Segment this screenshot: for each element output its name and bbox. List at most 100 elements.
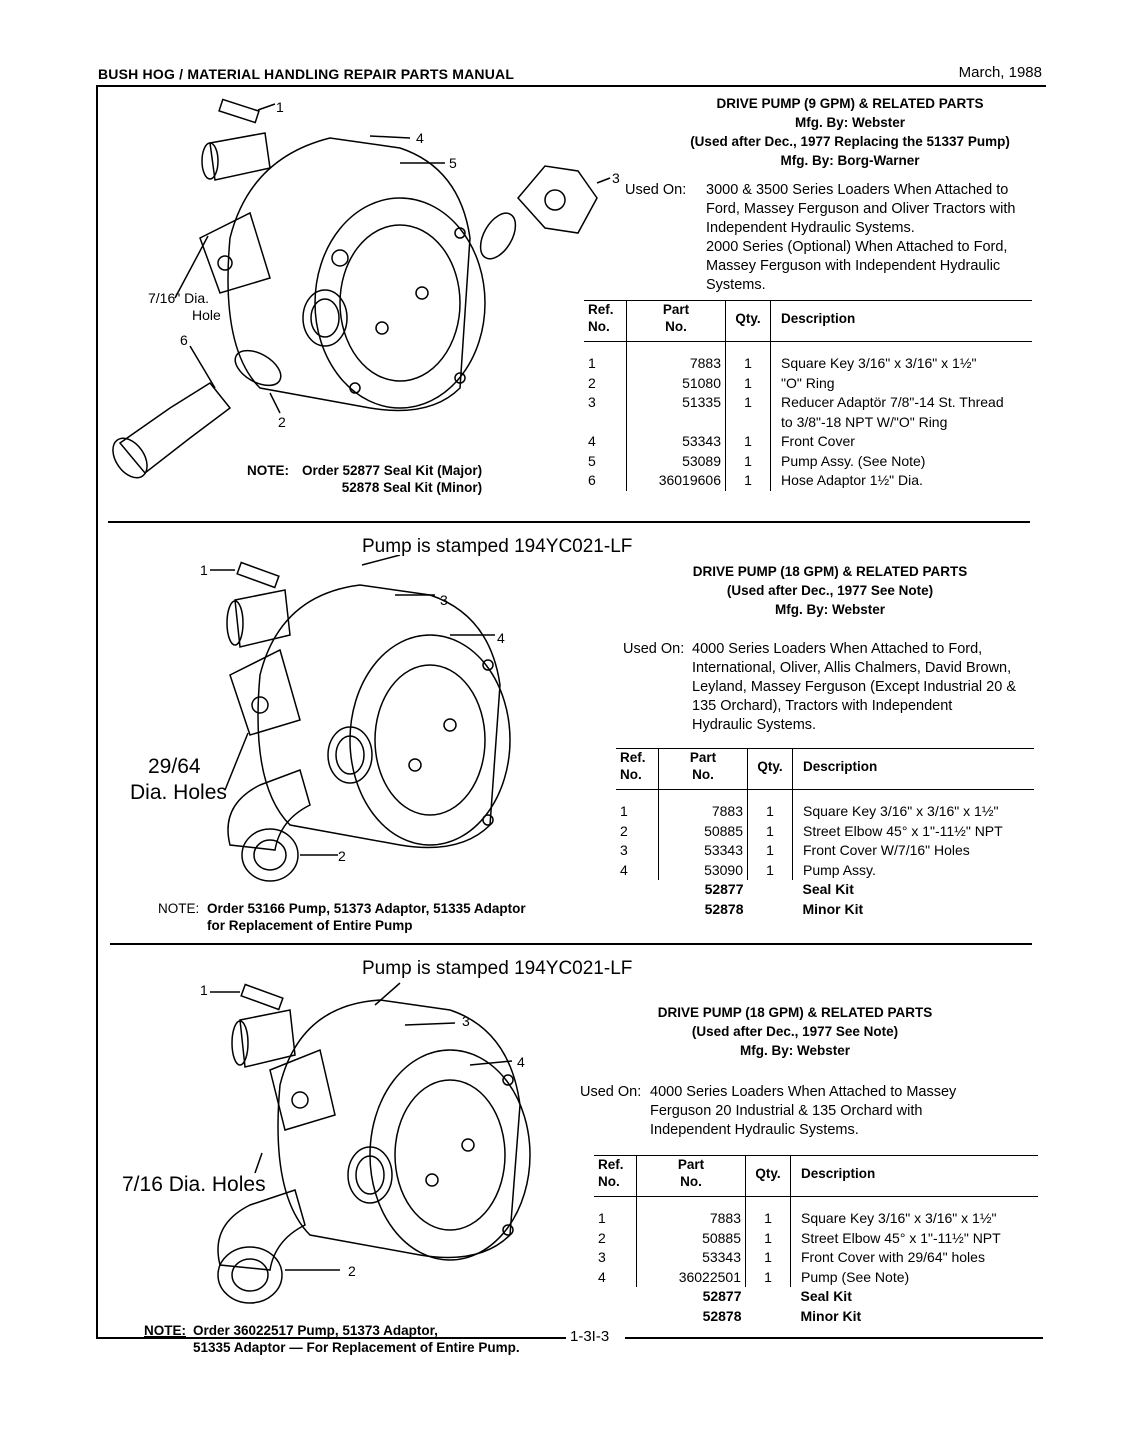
footer-rule-left [96,1337,566,1339]
callout-1: 1 [200,562,208,578]
callout-4: 4 [416,130,424,146]
used-on-line: International, Oliver, Allis Chalmers, D… [692,660,1012,676]
used-on-line: 4000 Series Loaders When Attached to Mas… [650,1084,957,1100]
section-divider-2 [110,943,1032,945]
section3-note: Order 36022517 Pump, 51373 Adaptor, 5133… [193,1322,520,1356]
title-line: Mfg. By: Webster [774,602,885,617]
callout-2: 2 [348,1263,356,1279]
pump-18gpm-mf-illustration [210,982,531,1304]
used-on-line: 2000 Series (Optional) When Attached to … [706,239,1008,255]
section2-dia-label-line2: Dia. Holes [130,781,227,804]
used-on-line: 135 Orchard), Tractors with Independent [692,698,953,714]
footer-rule-right [625,1337,1043,1339]
callout-3: 3 [612,170,620,186]
section3-note-label: NOTE: [144,1323,186,1338]
note-line: Order 52877 Seal Kit (Major) [302,463,483,478]
callout-2: 2 [338,848,346,864]
callout-3: 3 [440,592,448,608]
header-description: Description [792,748,1034,790]
section1-note-label: NOTE: [247,463,289,478]
used-on-line: 4000 Series Loaders When Attached to For… [692,641,983,657]
header-qty: Qty. [725,300,771,342]
header-ref: Ref.No. [620,750,646,782]
title-line: DRIVE PUMP (9 GPM) & RELATED PARTS [716,96,984,111]
table-row: to 3/8"-18 NPT W/"O" Ring [584,412,1032,432]
hole-label-line2: Hole [192,307,221,323]
callout-3: 3 [462,1013,470,1029]
title-line: (Used after Dec., 1977 Replacing the 513… [690,134,1010,149]
title-line: (Used after Dec., 1977 See Note) [726,583,934,598]
used-on-label: Used On: [623,641,685,657]
section3-stamp: Pump is stamped 194YC021-LF [362,958,633,979]
header-description: Description [790,1155,1038,1197]
section2-title: DRIVE PUMP (18 GPM) & RELATED PARTS (Use… [660,562,1000,619]
pump-body-drawing [227,137,471,412]
reducer-adaptor-drawing [517,165,598,234]
used-on-line: Independent Hydraulic Systems. [650,1122,859,1138]
title-line: (Used after Dec., 1977 See Note) [691,1024,899,1039]
title-line: DRIVE PUMP (18 GPM) & RELATED PARTS [692,564,968,579]
used-on-label: Used On: [625,182,687,198]
pump-9gpm-illustration [112,98,611,479]
header-description: Description [770,300,1032,342]
section1-title: DRIVE PUMP (9 GPM) & RELATED PARTS Mfg. … [640,94,1060,170]
left-frame-rule [96,85,98,1337]
title-line: Mfg. By: Webster [739,1043,850,1058]
callout-1: 1 [200,982,208,998]
section2-note-label: NOTE: [158,901,200,916]
header-qty: Qty. [745,1155,791,1197]
header-ref: Ref.No. [588,302,614,334]
pump-18gpm-illustration [210,555,511,882]
title-line: Mfg. By: Borg-Warner [780,153,920,168]
note-line: Order 36022517 Pump, 51373 Adaptor, [193,1323,438,1338]
section2-stamp: Pump is stamped 194YC021-LF [362,536,633,557]
used-on-line: Independent Hydraulic Systems. [706,220,915,236]
section1-note: Order 52877 Seal Kit (Major) 52878 Seal … [302,462,482,496]
callout-4: 4 [517,1054,525,1070]
manual-date: March, 1988 [958,64,1042,81]
used-on-line: 3000 & 3500 Series Loaders When Attached… [706,182,1009,198]
square-key-drawing [236,561,280,589]
callout-4: 4 [497,630,505,646]
used-on-line: Leyland, Massey Ferguson (Except Industr… [692,679,1016,695]
note-line: Order 53166 Pump, 51373 Adaptor, 51335 A… [207,901,526,916]
section2-dia-label-line1: 29/64 [148,755,201,778]
title-line: Mfg. By: Webster [794,115,905,130]
used-on-line: Ford, Massey Ferguson and Oliver Tractor… [706,201,1016,217]
callout-5: 5 [449,155,457,171]
pump-body-drawing [257,584,501,849]
page-number: 1-3I-3 [570,1328,610,1345]
section3-title: DRIVE PUMP (18 GPM) & RELATED PARTS (Use… [625,1003,965,1060]
section2-note: Order 53166 Pump, 51373 Adaptor, 51335 A… [207,900,526,934]
callout-6: 6 [180,332,188,348]
note-line: for Replacement of Entire Pump [207,918,413,933]
note-line: 52878 Seal Kit (Minor) [341,480,483,495]
header-rule [96,85,1046,87]
square-key-drawing [218,98,260,124]
callout-1: 1 [276,99,284,115]
header-ref: Ref.No. [598,1157,624,1189]
hose-adaptor-drawing [118,382,232,475]
street-elbow-drawing [217,1189,306,1271]
